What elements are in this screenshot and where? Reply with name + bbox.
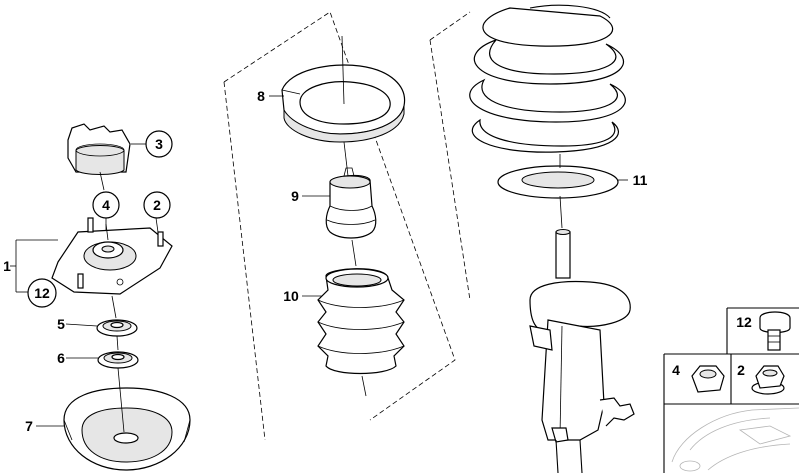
left-axis-lines	[99, 171, 125, 433]
callout-12-label: 12	[34, 285, 50, 301]
leader-lines	[10, 95, 628, 427]
vehicle-silhouette-icon	[671, 407, 799, 472]
callout-9[interactable]: 9	[291, 188, 299, 204]
callout-8[interactable]: 8	[257, 88, 265, 104]
callout-3-label: 3	[155, 136, 163, 152]
part-1-strut-mount[interactable]	[51, 217, 173, 295]
callout-6[interactable]: 6	[57, 350, 65, 366]
right-axis-lines	[559, 154, 563, 229]
callout-1[interactable]: 1	[3, 258, 11, 274]
flange-nut-icon	[751, 365, 785, 395]
callout-8-label: 8	[257, 88, 265, 104]
callout-10[interactable]: 10	[283, 288, 299, 304]
callout-7[interactable]: 7	[25, 418, 33, 434]
callout-5[interactable]: 5	[57, 316, 65, 332]
part-3-cap[interactable]	[67, 123, 131, 175]
callout-4-label: 4	[102, 197, 110, 213]
callout-10-label: 10	[283, 288, 299, 304]
callout-4[interactable]: 4	[92, 191, 120, 219]
part-8-spring-pad[interactable]	[281, 64, 406, 143]
callout-11[interactable]: 11	[633, 172, 648, 188]
callout-3[interactable]: 3	[145, 130, 173, 158]
part-7-spring-seat[interactable]	[63, 387, 191, 471]
callout-2-label: 2	[153, 197, 161, 213]
callout-1-label: 1	[3, 258, 11, 274]
callout-12[interactable]: 12	[27, 278, 57, 308]
legend-label-2: 2	[737, 362, 745, 378]
part-9-bump-stop[interactable]	[325, 167, 377, 239]
part-11-upper-pad[interactable]	[497, 165, 619, 199]
callout-9-label: 9	[291, 188, 299, 204]
group-frames	[223, 11, 471, 441]
nut-icon	[691, 365, 725, 393]
callout-7-label: 7	[25, 418, 33, 434]
callout-5-label: 5	[57, 316, 65, 332]
middle-axis-lines	[341, 35, 367, 397]
legend-label-4: 4	[672, 362, 680, 378]
callout-11-label: 11	[633, 172, 648, 188]
part-6-washer[interactable]	[97, 351, 139, 369]
part-5-washer[interactable]	[96, 319, 138, 337]
part-10-dust-boot[interactable]	[317, 268, 405, 375]
callout-2[interactable]: 2	[143, 191, 171, 219]
callout-6-label: 6	[57, 350, 65, 366]
strut-body[interactable]	[529, 229, 635, 473]
coil-spring[interactable]	[469, 4, 626, 153]
legend-label-12: 12	[736, 314, 752, 330]
bolt-icon	[759, 311, 791, 351]
fastener-legend-box	[663, 307, 799, 473]
